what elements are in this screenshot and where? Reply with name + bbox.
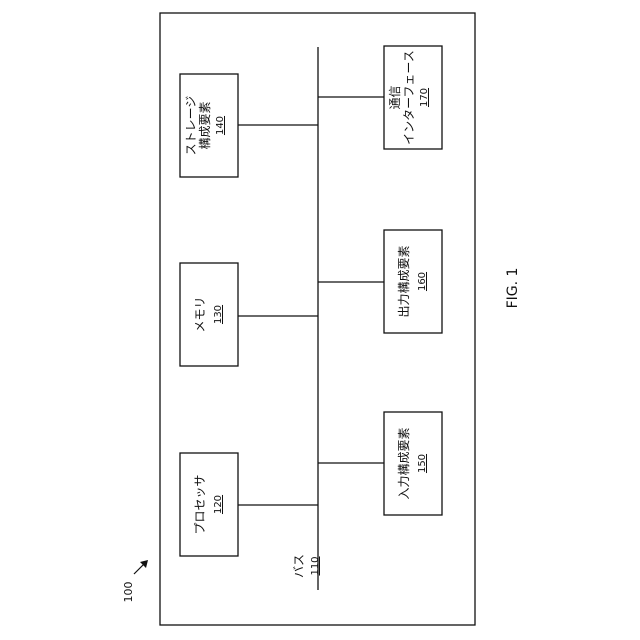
system-ref-label: 100 <box>122 582 135 603</box>
bus-label: バス 110 <box>292 554 321 578</box>
figure-caption-text: FIG. 1 <box>505 268 521 309</box>
input-name: 入力構成要素 <box>397 427 411 499</box>
storage-name-line1: ストレージ <box>184 96 198 156</box>
memory-ref: 130 <box>213 305 224 324</box>
input-ref: 150 <box>417 454 428 473</box>
storage-ref: 140 <box>215 116 226 135</box>
figure-caption: FIG. 1 <box>505 268 521 309</box>
input-label: 入力構成要素 150 <box>397 427 428 499</box>
bus-name: バス <box>292 554 306 578</box>
bus-ref: 110 <box>310 556 321 575</box>
comm-label: 通信 インターフェース 170 <box>388 50 430 145</box>
processor-label: プロセッサ 120 <box>193 474 224 534</box>
memory-label: メモリ 130 <box>193 296 224 332</box>
system-ref-text: 100 <box>122 582 135 603</box>
memory-name: メモリ <box>193 296 207 332</box>
memory-box <box>180 263 238 366</box>
output-label: 出力構成要素 160 <box>397 245 428 317</box>
storage-label: ストレージ 構成要素 140 <box>184 96 226 156</box>
output-box <box>384 230 442 333</box>
processor-box <box>180 453 238 556</box>
comm-ref: 170 <box>419 88 430 107</box>
input-box <box>384 412 442 515</box>
storage-name-line2: 構成要素 <box>198 101 212 149</box>
comm-name-line2: インターフェース <box>402 50 416 145</box>
processor-ref: 120 <box>213 495 224 514</box>
processor-name: プロセッサ <box>193 474 207 534</box>
output-ref: 160 <box>417 272 428 291</box>
comm-name-line1: 通信 <box>388 85 402 109</box>
output-name: 出力構成要素 <box>397 245 411 317</box>
